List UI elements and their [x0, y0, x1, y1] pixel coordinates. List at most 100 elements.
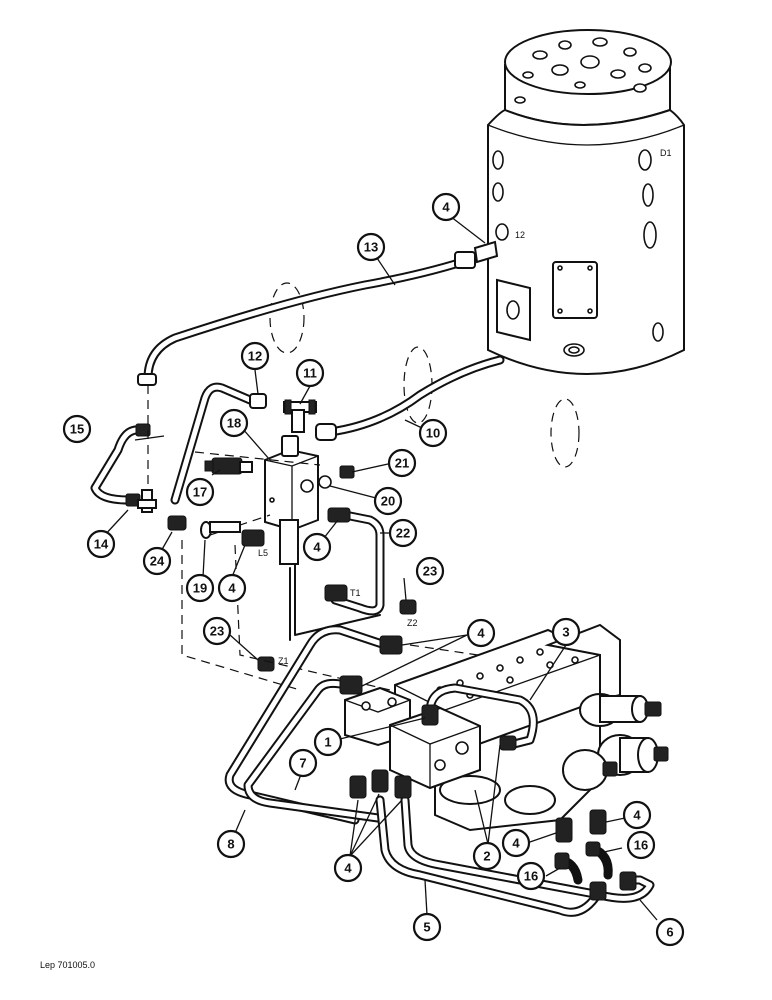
svg-text:10: 10 — [426, 426, 440, 441]
washer-20 — [318, 475, 332, 489]
callout-12: 12 — [240, 341, 270, 371]
elbow-16-left — [554, 852, 583, 885]
svg-text:13: 13 — [364, 240, 378, 255]
callout-13: 13 — [356, 232, 386, 262]
fitting-4-right-b — [589, 809, 607, 835]
tube-15 — [90, 423, 151, 507]
fitting-17 — [204, 457, 253, 475]
tube-loop-valve — [421, 683, 538, 751]
svg-text:21: 21 — [395, 456, 409, 471]
rotary-joint: D1 12 — [487, 29, 685, 375]
hose-13 — [137, 240, 499, 386]
elbow-16-right — [585, 841, 613, 880]
callout-4-valve-right: 4 — [302, 532, 332, 562]
valve-block-18 — [264, 435, 319, 565]
tee-11 — [283, 399, 317, 433]
svg-text:22: 22 — [396, 526, 410, 541]
cap-23-right — [399, 599, 417, 615]
callout-7: 7 — [288, 748, 318, 778]
svg-text:17: 17 — [193, 485, 207, 500]
port-tag-z1: Z1 — [278, 656, 289, 666]
svg-text:16: 16 — [524, 869, 538, 884]
svg-text:18: 18 — [227, 416, 241, 431]
callout-4-right-a: 4 — [501, 828, 531, 858]
svg-text:5: 5 — [423, 920, 430, 935]
reference-code: Lep 701005.0 — [40, 960, 96, 970]
callout-23-right: 23 — [415, 556, 445, 586]
callout-10: 10 — [418, 418, 448, 448]
svg-text:14: 14 — [94, 537, 109, 552]
hidden-clamp-outline — [269, 282, 305, 354]
svg-text:7: 7 — [299, 756, 306, 771]
callout-1: 1 — [313, 727, 343, 757]
fittings-4-lower — [349, 769, 412, 799]
cap-23-left — [257, 656, 275, 672]
callout-21: 21 — [387, 448, 417, 478]
svg-text:3: 3 — [562, 625, 569, 640]
svg-text:8: 8 — [227, 837, 234, 852]
tee-14 — [137, 489, 157, 513]
callout-4-swivel: 4 — [431, 192, 461, 222]
port-tag-z2: Z2 — [407, 618, 418, 628]
fitting-4-right-a — [555, 817, 573, 843]
leader-lines — [102, 212, 658, 921]
svg-text:4: 4 — [477, 626, 485, 641]
callout-22: 22 — [388, 518, 418, 548]
callout-5: 5 — [412, 912, 442, 942]
tube-8 — [224, 625, 403, 825]
callout-20: 20 — [373, 486, 403, 516]
svg-text:1: 1 — [324, 735, 331, 750]
callout-15: 15 — [62, 414, 92, 444]
svg-text:15: 15 — [70, 422, 84, 437]
svg-text:23: 23 — [210, 624, 224, 639]
svg-text:20: 20 — [381, 494, 395, 509]
callout-4-lower: 4 — [333, 853, 363, 883]
svg-text:4: 4 — [512, 836, 520, 851]
callout-16-right: 16 — [626, 830, 656, 860]
callout-24: 24 — [142, 546, 172, 576]
svg-text:2: 2 — [483, 849, 490, 864]
callout-2: 2 — [472, 841, 502, 871]
port-tag-12: 12 — [515, 230, 525, 240]
tube-5 — [375, 795, 605, 917]
svg-text:4: 4 — [344, 861, 352, 876]
callout-3: 3 — [551, 617, 581, 647]
callout-4-tubes: 4 — [466, 618, 496, 648]
callout-4-right-b: 4 — [622, 800, 652, 830]
valve-block-2 — [389, 706, 481, 790]
svg-text:4: 4 — [313, 540, 321, 555]
port-tag-t1: T1 — [350, 588, 361, 598]
callout-19: 19 — [185, 573, 215, 603]
svg-text:4: 4 — [228, 581, 236, 596]
callout-23-left: 23 — [202, 616, 232, 646]
tube-6 — [400, 795, 655, 903]
svg-text:24: 24 — [150, 554, 165, 569]
svg-text:4: 4 — [442, 200, 450, 215]
bolt-19 — [200, 521, 241, 539]
tube-12 — [170, 382, 267, 505]
svg-text:12: 12 — [248, 349, 262, 364]
callout-6: 6 — [655, 917, 685, 947]
callout-4-valve-left: 4 — [217, 573, 247, 603]
callout-16-left: 16 — [516, 861, 546, 891]
port-tag-d1: D1 — [660, 148, 672, 158]
svg-text:19: 19 — [193, 581, 207, 596]
svg-text:11: 11 — [303, 366, 317, 381]
port-tag-l5: L5 — [258, 548, 268, 558]
svg-text:23: 23 — [423, 564, 437, 579]
fitting-24 — [167, 515, 187, 531]
tube-7 — [243, 675, 383, 823]
hose-10 — [315, 355, 505, 441]
svg-text:16: 16 — [634, 838, 648, 853]
callout-8: 8 — [216, 829, 246, 859]
fitting-4-valve — [241, 529, 265, 547]
hidden-clamp-outline — [550, 398, 580, 468]
callout-17: 17 — [185, 477, 215, 507]
callout-18: 18 — [219, 408, 249, 438]
tube-22 — [289, 507, 385, 641]
nut-21 — [339, 465, 355, 479]
svg-text:4: 4 — [633, 808, 641, 823]
hidden-clamp-outline — [403, 346, 433, 424]
callout-11: 11 — [295, 358, 325, 388]
